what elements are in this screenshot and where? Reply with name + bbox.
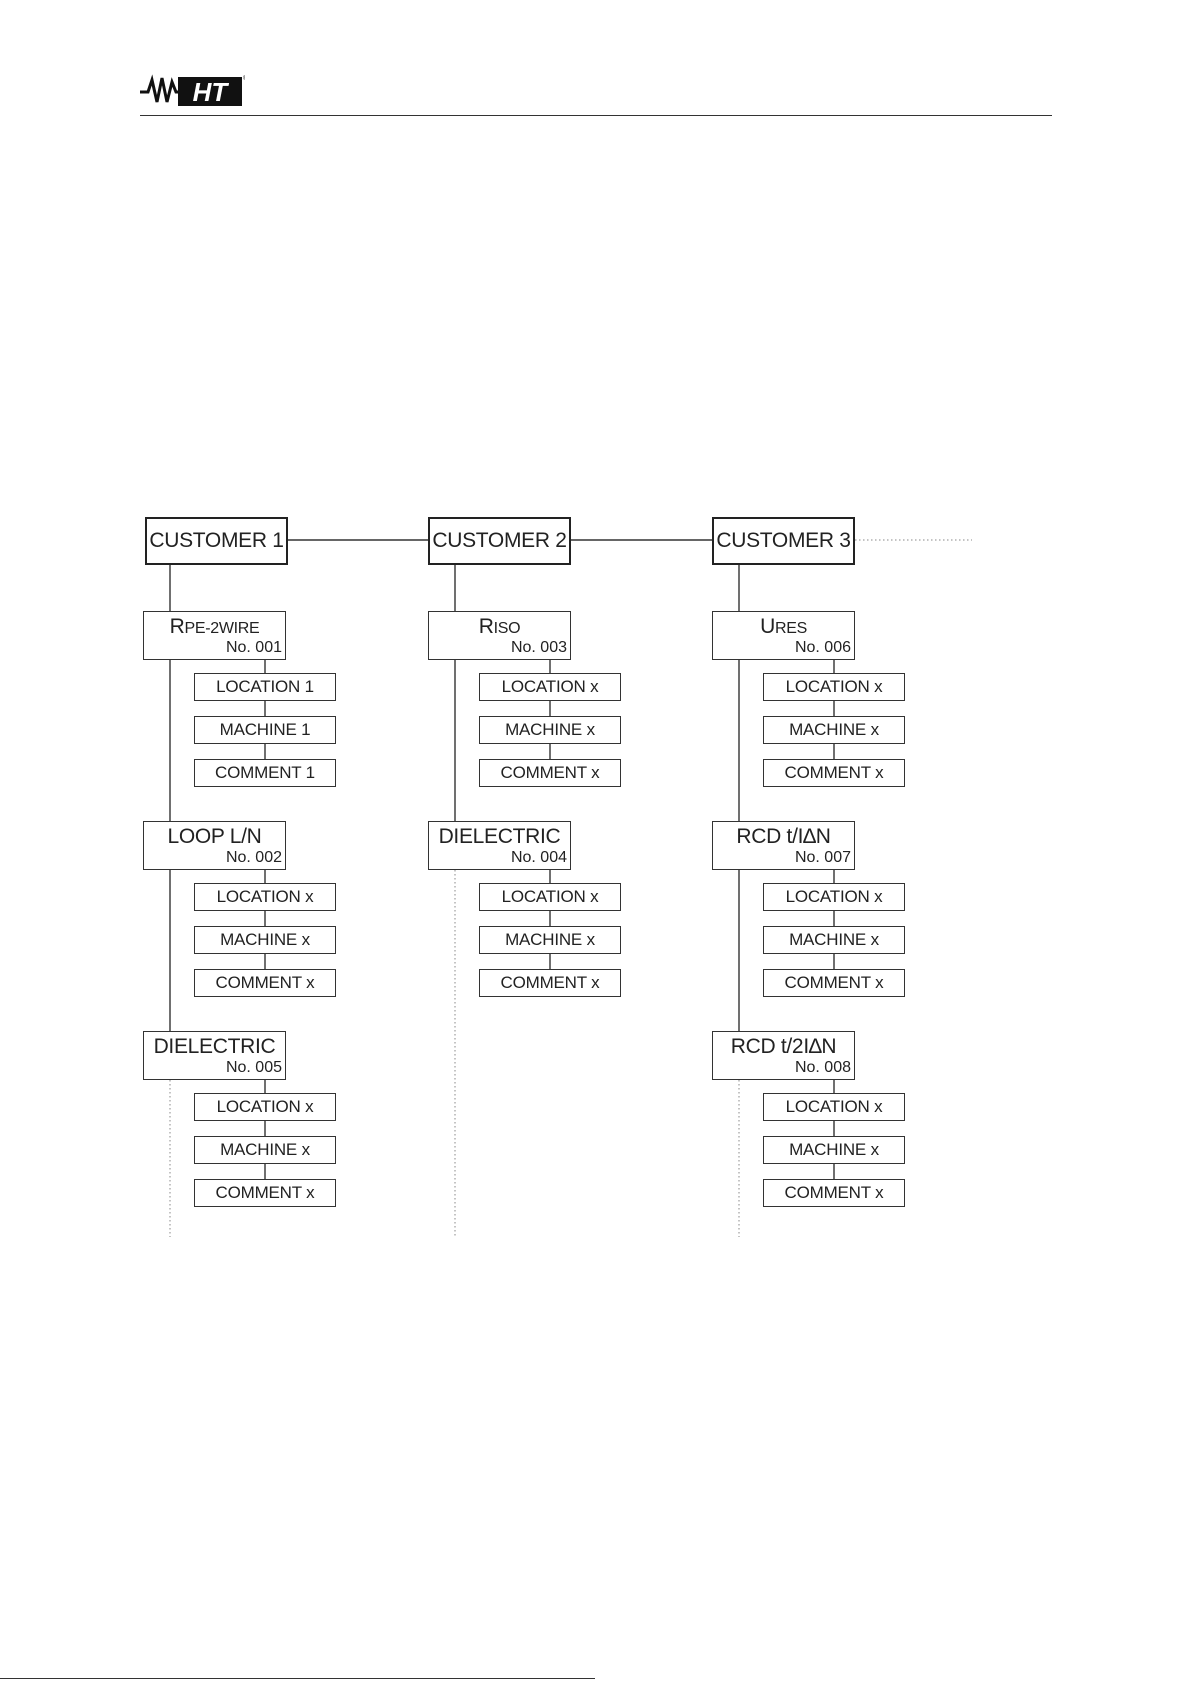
test-box: DIELECTRIC No. 005 xyxy=(143,1031,286,1080)
location-box: LOCATION x xyxy=(763,883,905,911)
test-name: DIELECTRIC xyxy=(438,825,561,848)
machine-box: MACHINE x xyxy=(194,1136,336,1164)
test-number: No. 003 xyxy=(510,639,567,656)
location-box: LOCATION x xyxy=(763,1093,905,1121)
test-box: RPE-2WIRE No. 001 xyxy=(143,611,286,660)
test-number: No. 001 xyxy=(225,639,282,656)
header-rule xyxy=(140,115,1052,116)
comment-box: COMMENT x xyxy=(194,1179,336,1207)
machine-box: MACHINE 1 xyxy=(194,716,336,744)
customer-label: CUSTOMER 1 xyxy=(149,529,284,552)
comment-box: COMMENT x xyxy=(763,1179,905,1207)
test-number: No. 004 xyxy=(510,849,567,866)
footer-rule xyxy=(0,1678,595,1679)
customer-3-box: CUSTOMER 3 xyxy=(712,517,855,565)
logo-text: HT xyxy=(193,77,230,107)
machine-box: MACHINE x xyxy=(479,926,621,954)
test-number: No. 006 xyxy=(794,639,851,656)
test-box: LOOP L/N No. 002 xyxy=(143,821,286,870)
logo-wave-icon xyxy=(140,74,180,103)
machine-box: MACHINE x xyxy=(763,1136,905,1164)
machine-box: MACHINE x xyxy=(479,716,621,744)
test-box: RISO No. 003 xyxy=(428,611,571,660)
location-box: LOCATION 1 xyxy=(194,673,336,701)
location-box: LOCATION x xyxy=(194,883,336,911)
ht-logo: HT ® xyxy=(140,74,245,107)
machine-box: MACHINE x xyxy=(763,926,905,954)
location-box: LOCATION x xyxy=(763,673,905,701)
test-box: DIELECTRIC No. 004 xyxy=(428,821,571,870)
customer-2-box: CUSTOMER 2 xyxy=(428,517,571,565)
location-box: LOCATION x xyxy=(479,883,621,911)
test-box: URES No. 006 xyxy=(712,611,855,660)
comment-box: COMMENT x xyxy=(763,969,905,997)
comment-box: COMMENT x xyxy=(479,969,621,997)
customer-label: CUSTOMER 2 xyxy=(432,529,567,552)
machine-box: MACHINE x xyxy=(763,716,905,744)
test-name: RCD t/I∆N xyxy=(736,825,831,848)
customer-label: CUSTOMER 3 xyxy=(716,529,851,552)
test-number: No. 008 xyxy=(794,1059,851,1076)
location-box: LOCATION x xyxy=(479,673,621,701)
comment-box: COMMENT x xyxy=(194,969,336,997)
customer-1-box: CUSTOMER 1 xyxy=(145,517,288,565)
test-name: URES xyxy=(760,615,807,638)
comment-box: COMMENT x xyxy=(479,759,621,787)
test-name: RISO xyxy=(478,615,521,638)
test-box: RCD t/2I∆N No. 008 xyxy=(712,1031,855,1080)
test-number: No. 002 xyxy=(225,849,282,866)
test-number: No. 007 xyxy=(794,849,851,866)
comment-box: COMMENT 1 xyxy=(194,759,336,787)
svg-text:®: ® xyxy=(243,75,245,82)
test-name: DIELECTRIC xyxy=(153,1035,276,1058)
test-box: RCD t/I∆N No. 007 xyxy=(712,821,855,870)
machine-box: MACHINE x xyxy=(194,926,336,954)
test-name: RPE-2WIRE xyxy=(169,615,260,638)
test-name: RCD t/2I∆N xyxy=(730,1035,837,1058)
test-number: No. 005 xyxy=(225,1059,282,1076)
test-name: LOOP L/N xyxy=(167,825,262,848)
location-box: LOCATION x xyxy=(194,1093,336,1121)
comment-box: COMMENT x xyxy=(763,759,905,787)
